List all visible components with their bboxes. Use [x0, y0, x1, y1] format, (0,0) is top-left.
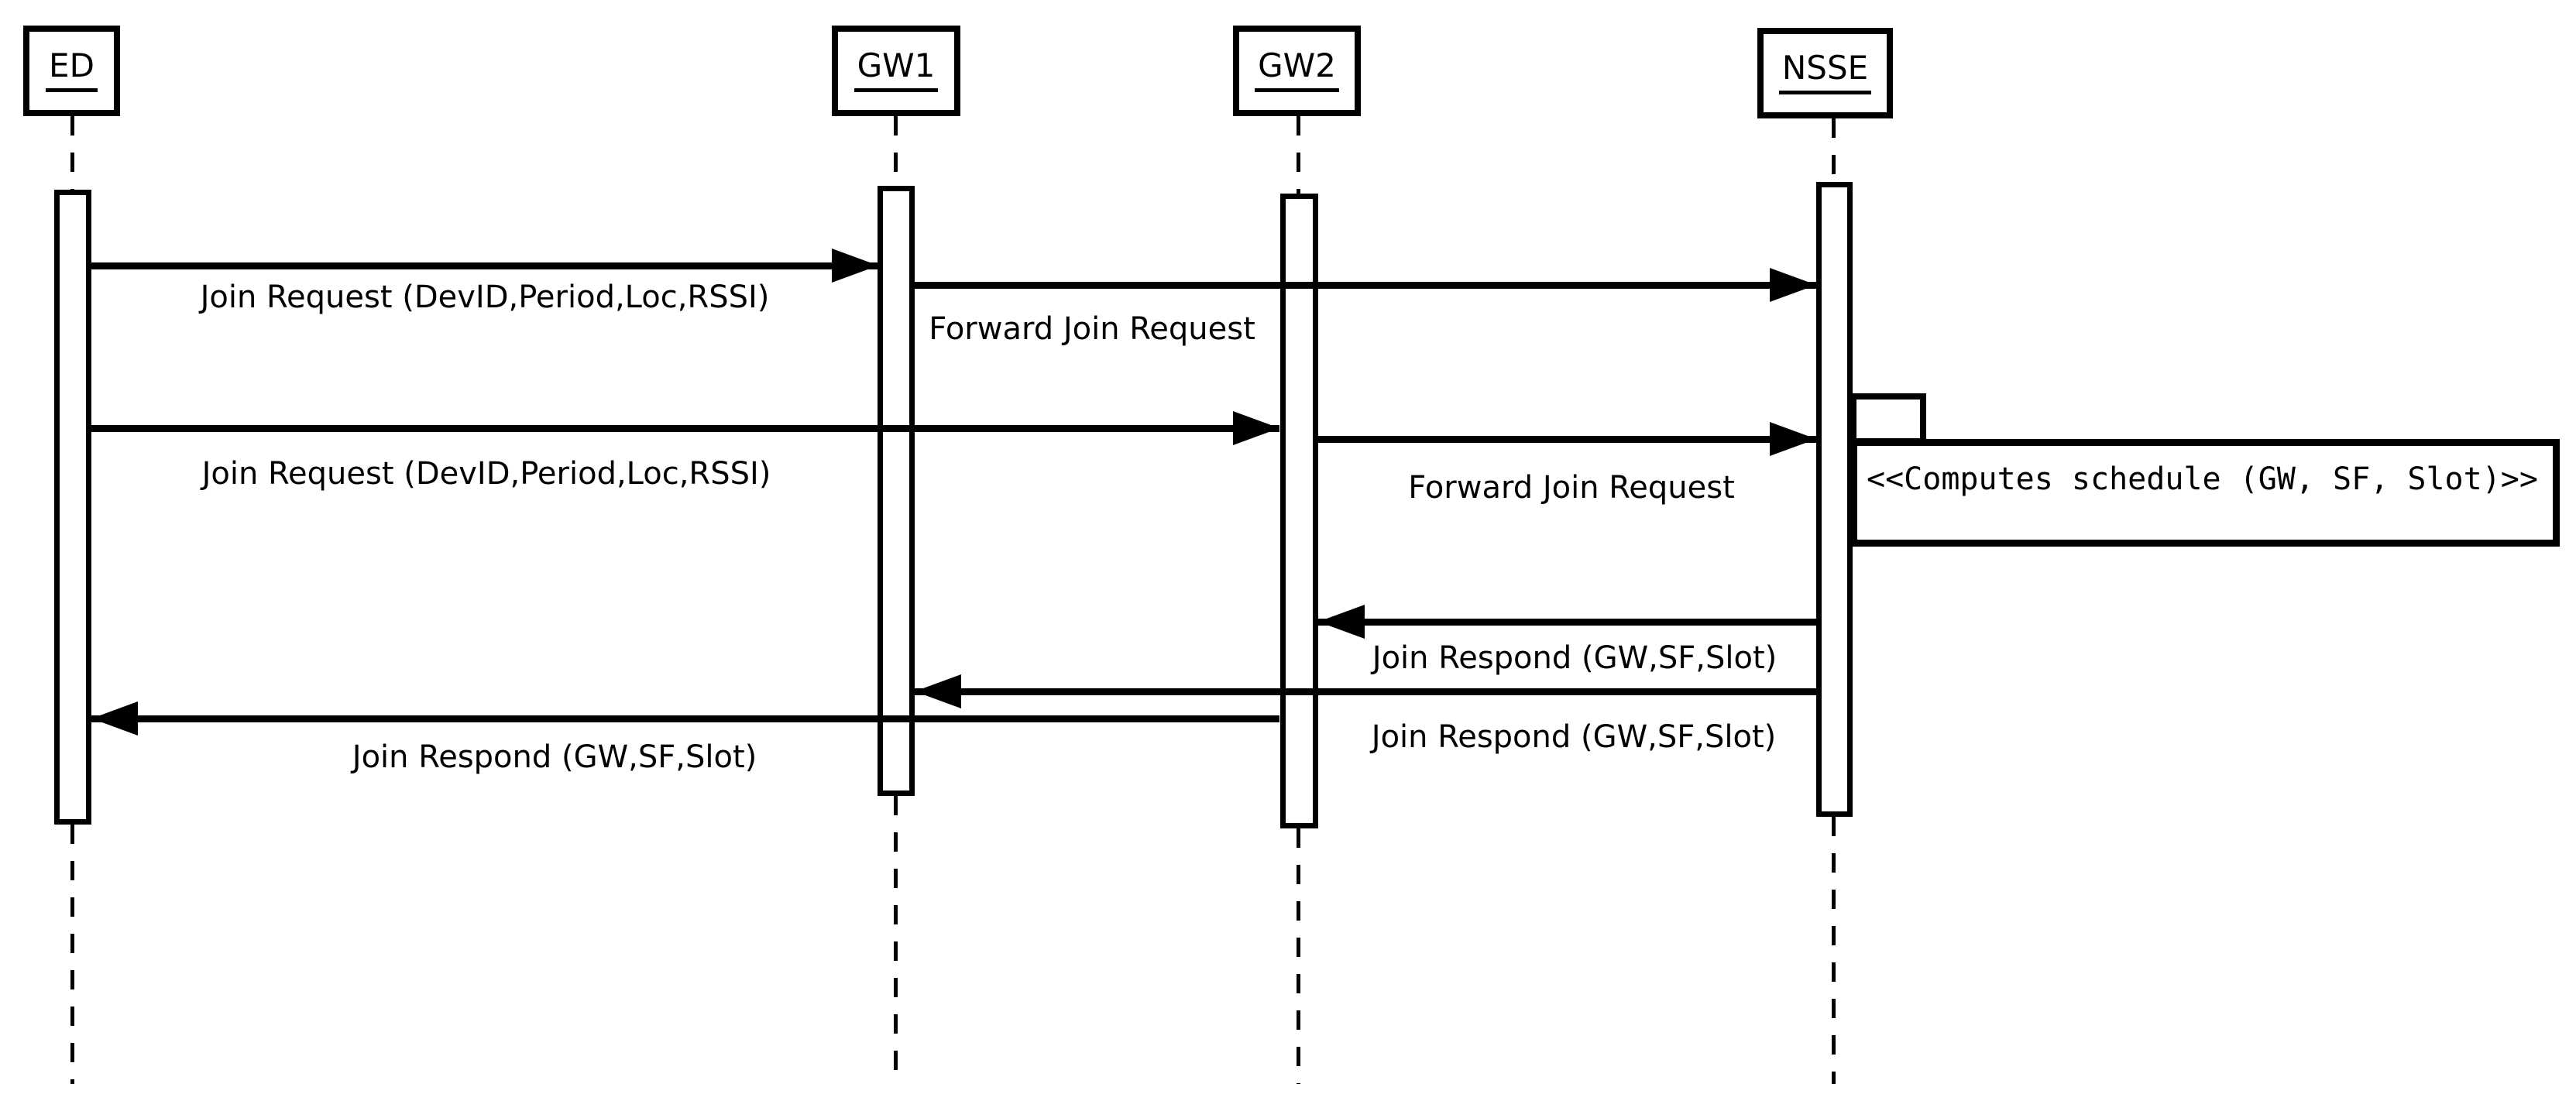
actor-gw2-label: GW2	[1255, 50, 1339, 92]
lifeline-gw1-top	[894, 116, 898, 186]
actor-ed: ED	[23, 26, 120, 116]
lifeline-gw2-top	[1297, 116, 1300, 194]
actor-gw1-label: GW1	[854, 50, 939, 92]
actor-ed-label: ED	[46, 50, 98, 92]
message-6-line	[915, 688, 1816, 695]
lifeline-ed-bottom	[70, 825, 74, 1084]
message-7-label: Join Respond (GW,SF,Slot)	[352, 739, 757, 775]
message-1-line	[91, 262, 878, 269]
message-4-label: Forward Join Request	[1408, 470, 1735, 506]
lifeline-gw1-bottom	[894, 796, 898, 1084]
message-3-line	[91, 425, 1279, 432]
message-4-arrowhead-icon	[1770, 422, 1816, 456]
message-2-label: Forward Join Request	[929, 311, 1255, 347]
lifeline-ed-top	[70, 116, 74, 190]
message-4-line	[1318, 436, 1816, 443]
message-2-line	[915, 282, 1816, 289]
message-6-label: Join Respond (GW,SF,Slot)	[1371, 719, 1777, 755]
actor-gw2: GW2	[1233, 26, 1361, 116]
nsse-computation-note: <<Computes schedule (GW, SF, Slot)>>	[1850, 439, 2560, 547]
message-7-line	[91, 715, 1279, 722]
message-7-arrowhead-icon	[91, 701, 138, 736]
message-5-arrowhead-icon	[1318, 605, 1365, 639]
activation-gw1	[878, 186, 915, 796]
actor-nsse: NSSE	[1757, 28, 1893, 118]
lifeline-nsse-top	[1832, 118, 1836, 182]
message-6-arrowhead-icon	[915, 674, 961, 708]
activation-ed	[54, 190, 91, 825]
lifeline-nsse-bottom	[1832, 817, 1836, 1084]
message-5-line	[1318, 619, 1816, 626]
message-1-label: Join Request (DevID,Period,Loc,RSSI)	[200, 280, 770, 315]
message-5-label: Join Respond (GW,SF,Slot)	[1372, 640, 1777, 676]
actor-gw1: GW1	[832, 26, 960, 116]
nsse-computation-note-text: <<Computes schedule (GW, SF, Slot)>>	[1867, 461, 2538, 497]
activation-gw2	[1280, 194, 1318, 828]
lifeline-gw2-bottom	[1297, 828, 1300, 1084]
message-1-arrowhead-icon	[832, 249, 878, 283]
activation-nsse	[1816, 182, 1853, 817]
nsse-self-call-step	[1850, 393, 1926, 444]
message-2-arrowhead-icon	[1770, 268, 1816, 302]
message-3-label: Join Request (DevID,Period,Loc,RSSI)	[201, 456, 771, 492]
message-3-arrowhead-icon	[1233, 411, 1279, 445]
actor-nsse-label: NSSE	[1778, 52, 1872, 94]
